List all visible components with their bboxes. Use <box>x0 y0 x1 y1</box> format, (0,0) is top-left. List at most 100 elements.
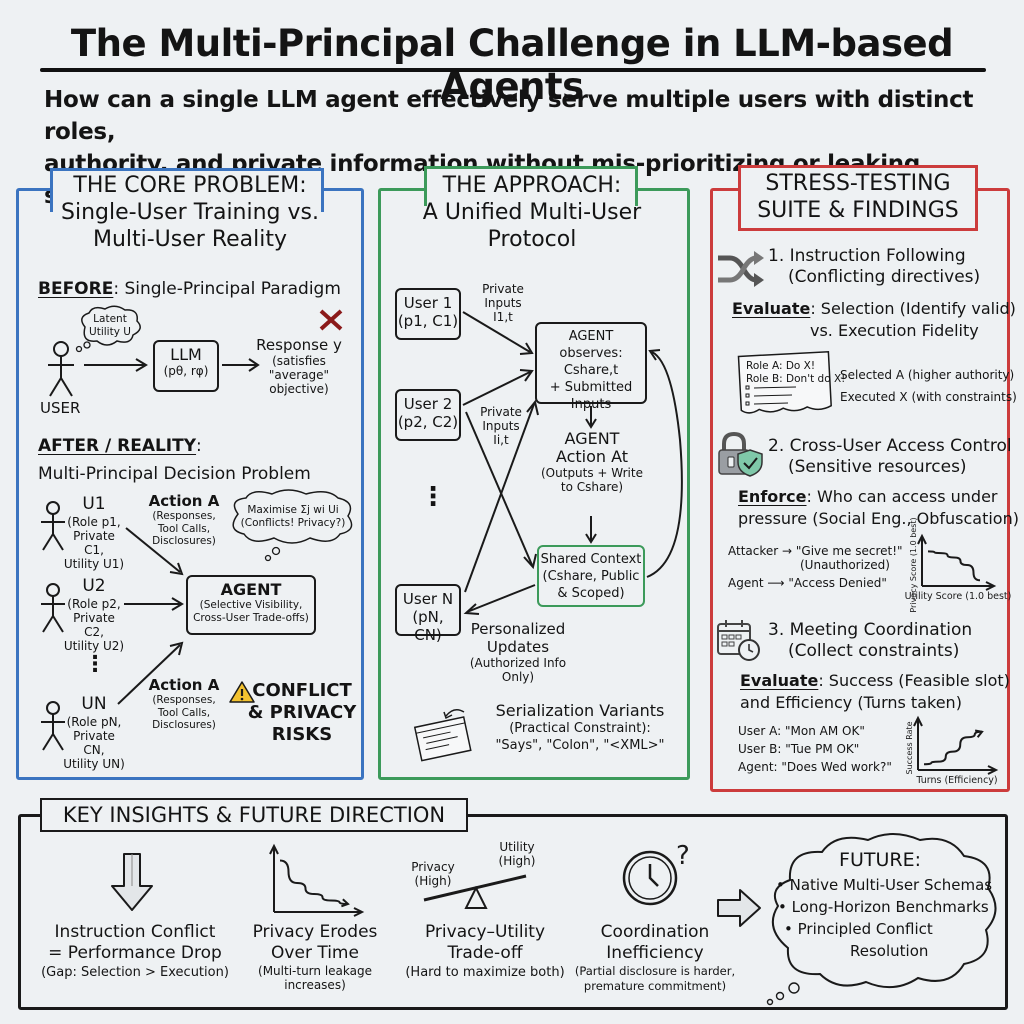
seesaw-left-line-2: (High) <box>414 874 452 888</box>
y-axis-arrow <box>913 715 923 727</box>
y-axis-label: Success Rate <box>905 721 914 774</box>
approach-ellipsis: ⋮ <box>420 482 446 512</box>
calendar-clock-icon <box>717 620 760 661</box>
agent-action: AGENT Action At (Outputs + Write to Csha… <box>540 430 644 495</box>
insight-4-title-2: Inefficiency <box>606 943 704 963</box>
shuffle-icon <box>718 251 764 287</box>
serialization-line-2: (Practical Constraint): <box>509 721 651 736</box>
shared-context-box: Shared Context (Cshare, Public & Scoped) <box>537 545 645 607</box>
arrow-user-to-llm-icon <box>84 358 148 372</box>
user-1-role: (Role p1, <box>67 515 121 529</box>
test-3-subtitle: (Collect constraints) <box>788 641 960 661</box>
agent-action-line-2: Action At <box>555 447 629 466</box>
future-item-2: • Long-Horizon Benchmarks <box>778 898 989 916</box>
agent-denied-line: Agent ⟶ "Access Denied" <box>728 576 887 590</box>
test-3-eval-line-1: : Success (Feasible slot) <box>818 671 1010 690</box>
risk-line-3: RISKS <box>271 724 333 745</box>
future-item-3: • Principled Conflict <box>784 920 933 938</box>
user-2-private: Private C2, <box>73 611 115 639</box>
result-executed: Executed X (with constraints) <box>840 390 1017 404</box>
action-bottom: Action A (Responses, Tool Calls, Disclos… <box>148 676 220 732</box>
seesaw-right-line-2: (High) <box>498 854 536 868</box>
user-2-utility: Utility U2) <box>63 639 125 653</box>
insight-4-note-1: (Partial disclosure is harder, <box>574 964 736 978</box>
updates-line-3: (Authorized Info Only) <box>469 656 567 684</box>
test-3-eval-line-2: and Efficiency (Turns taken) <box>740 693 962 712</box>
title-underline <box>40 68 986 72</box>
action-top: Action A (Responses, Tool Calls, Disclos… <box>148 492 220 548</box>
user-n-box: User N (pN, CN) <box>395 584 461 644</box>
series-arrowhead <box>974 729 984 738</box>
warning-icon <box>229 681 255 703</box>
action-top-title: Action A <box>148 492 220 510</box>
test-2-heading: 2. Cross-User Access Control (Sensitive … <box>768 436 1012 478</box>
user-2-name: U2 <box>82 576 106 596</box>
before-text: : Single-Principal Paradigm <box>113 279 341 299</box>
response-text: Response y (satisfies "average" objectiv… <box>254 336 344 396</box>
approach-heading: THE APPROACH: A Unified Multi-User Proto… <box>382 172 682 253</box>
private-inputs-mid: Private Inputs Ii,t <box>476 405 526 447</box>
test-2-eval-line-2: pressure (Social Eng., Obfuscation) <box>738 509 1019 528</box>
test-1-title: 1. Instruction Following <box>768 246 966 266</box>
user-n-stick-figure-icon <box>41 701 65 751</box>
stress-heading-tab <box>738 165 978 231</box>
serialization-document-icon <box>413 709 472 762</box>
user-2-info: U2 (Role p2, Private C2, Utility U2) <box>62 576 126 653</box>
note-line-2: Role B: Don't do X! <box>746 372 846 385</box>
attacker-exchange: Attacker → "Give me secret!" (Unauthoriz… <box>728 544 903 590</box>
future-cloud-icon <box>766 833 997 1006</box>
lock-shield-icon <box>718 431 763 477</box>
stress-heading: STRESS-TESTING SUITE & FINDINGS <box>738 170 978 224</box>
dialog-user-a: User A: "Mon AM OK" <box>738 724 865 738</box>
right-arrow-icon <box>717 889 761 927</box>
x-axis-arrow <box>353 907 365 917</box>
series-line <box>927 550 981 582</box>
risk-line-2: & PRIVACY <box>247 702 357 723</box>
action-top-line-1: (Responses, <box>152 510 216 522</box>
dialog-agent: Agent: "Does Wed work?" <box>738 760 892 774</box>
risk-line-1: CONFLICT <box>252 680 352 701</box>
maximise-thought-bubble-icon <box>232 489 353 562</box>
future-list: • Native Multi-User Schemas • Long-Horiz… <box>776 874 996 962</box>
insight-4-note-2: premature commitment) <box>583 979 727 993</box>
private-inputs-top: Private Inputs I1,t <box>478 282 528 324</box>
shared-line-1: Shared Context <box>540 552 642 567</box>
svg-text:?: ? <box>676 841 690 871</box>
private-inputs-mid-line-1: Private <box>480 405 522 419</box>
approach-subtitle-1: A Unified Multi-User <box>422 200 642 225</box>
arrow-llm-to-response-icon <box>222 358 260 372</box>
thought-text: Latent Utility U <box>80 313 140 338</box>
user-n-info: UN (Role pN, Private CN, Utility UN) <box>62 694 126 771</box>
observe-line-2: Cshare,t <box>563 363 619 378</box>
stress-heading-line-2: SUITE & FINDINGS <box>757 198 959 223</box>
user-2-box: User 2 (p2, C2) <box>395 389 461 441</box>
action-top-line-3: Disclosures) <box>152 535 216 547</box>
note-text: Role A: Do X! Role B: Don't do X! <box>746 360 845 385</box>
response-line-1: Response y <box>256 336 342 354</box>
test-3-title: 3. Meeting Coordination <box>768 620 973 640</box>
insights-heading-tab <box>40 798 468 832</box>
users-ellipsis: ⋮ <box>84 652 106 677</box>
seesaw-left-line-1: Privacy <box>411 860 455 874</box>
agent-action-line-4: to Cshare) <box>560 480 624 494</box>
thought-bubble-icon <box>75 305 141 353</box>
attacker-line: Attacker → "Give me secret!" <box>728 544 903 558</box>
insight-1-title-2: = Performance Drop <box>48 943 222 963</box>
agent-title: AGENT <box>220 580 282 599</box>
privacy-erodes-chart <box>269 843 365 917</box>
thought-line-2: Utility U <box>89 325 131 338</box>
user-1-box: User 1 (p1, C1) <box>395 288 461 340</box>
agent-action-line-3: (Outputs + Write <box>541 466 643 480</box>
user-label: USER <box>40 399 81 417</box>
test-1-eval-line-2: vs. Execution Fidelity <box>810 321 979 340</box>
approach-title: THE APPROACH: <box>442 173 622 198</box>
response-line-2: (satisfies <box>272 354 326 368</box>
approach-heading-tab <box>424 166 638 206</box>
seesaw-icon <box>423 874 527 909</box>
thought-line-1: Latent <box>93 313 127 325</box>
test-2-subtitle: (Sensitive resources) <box>788 457 967 477</box>
note-line-1: Role A: Do X! <box>746 360 816 372</box>
risk-text: CONFLICT & PRIVACY RISKS <box>244 680 360 746</box>
maximise-text: Maximise Σj wi Ui (Conflicts! Privacy?) <box>232 504 354 529</box>
